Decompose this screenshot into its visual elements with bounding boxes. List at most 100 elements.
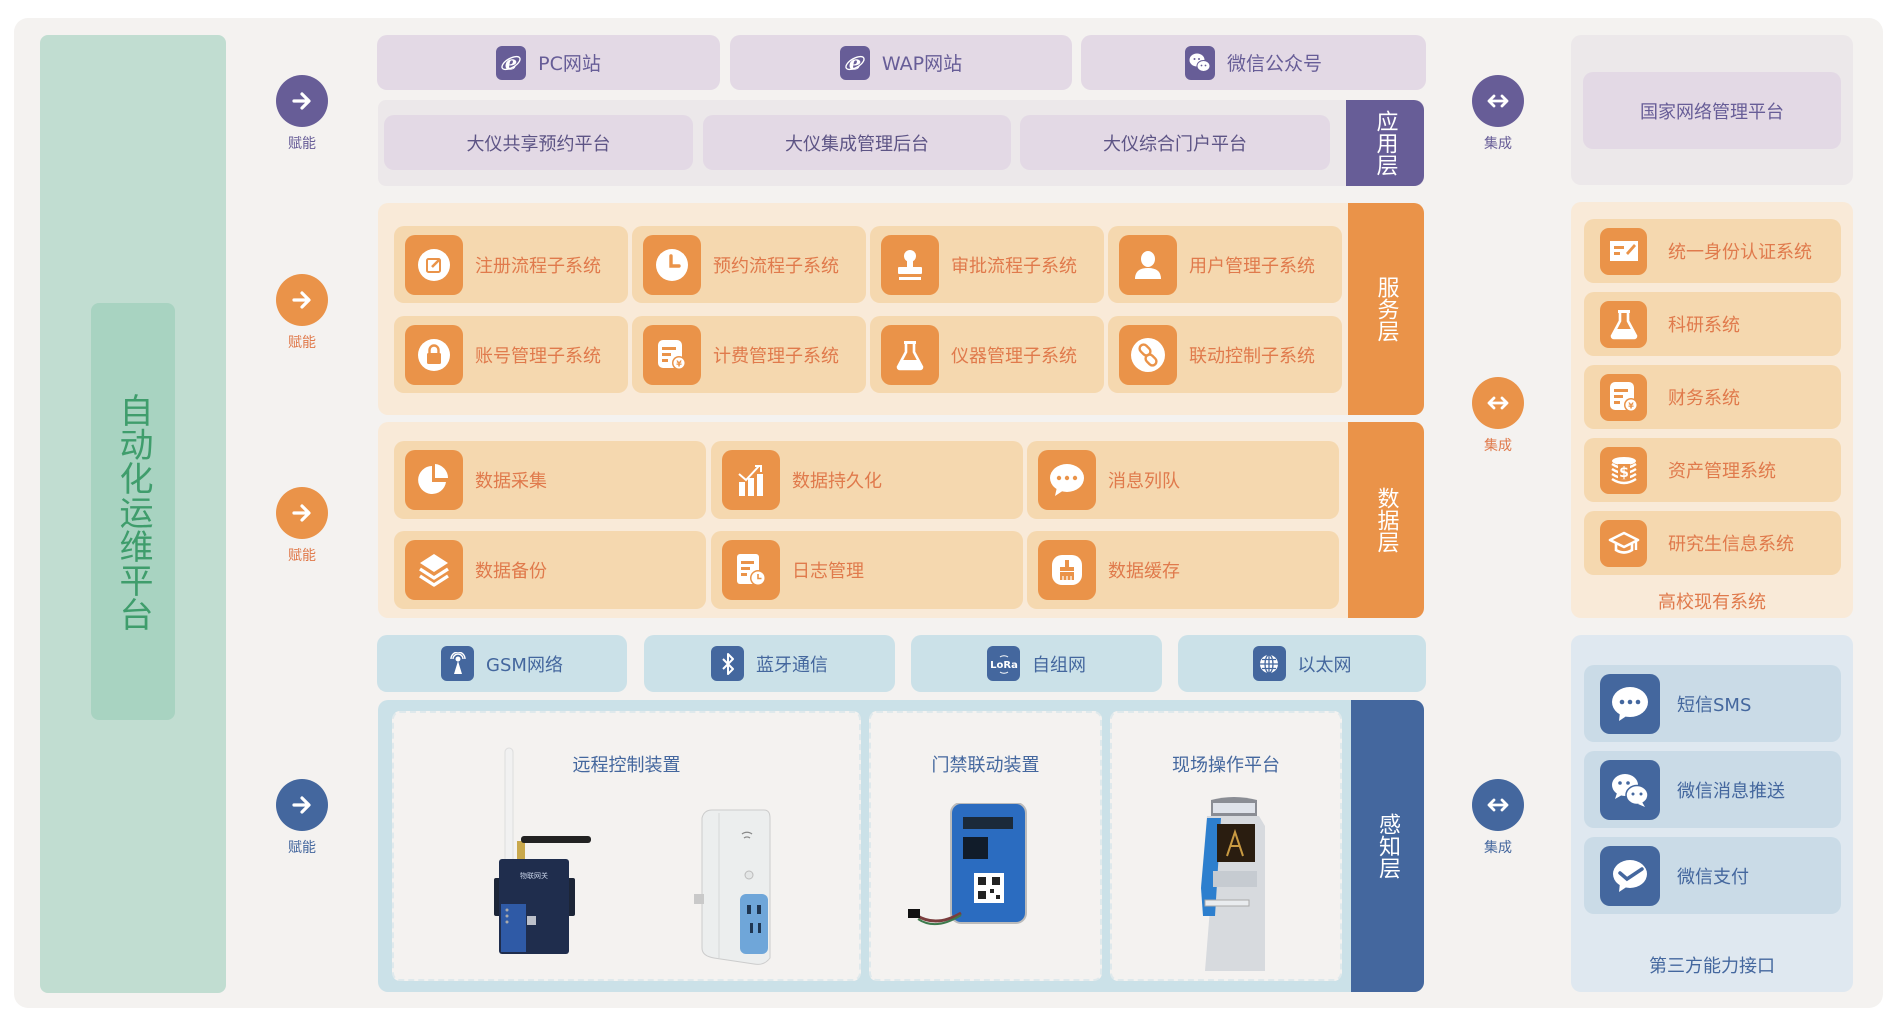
log-clock-icon bbox=[722, 540, 780, 600]
network-ethernet[interactable]: 以太网 bbox=[1178, 635, 1426, 692]
service-subsystem-card[interactable]: 联动控制子系统 bbox=[1108, 316, 1342, 393]
device-group-remote-control: 远程控制装置 物联网关 bbox=[392, 711, 861, 981]
device-group-title: 远程控制装置 bbox=[572, 755, 681, 776]
third-party-title: 第三方能力接口 bbox=[1649, 956, 1775, 977]
card-label: 数据持久化 bbox=[792, 471, 882, 492]
platform-shared-booking[interactable]: 大仪共享预约平台 bbox=[384, 115, 693, 170]
arrow-right-icon bbox=[276, 75, 328, 127]
card-label: 消息列队 bbox=[1108, 471, 1180, 492]
platform-portal[interactable]: 大仪综合门户平台 bbox=[1020, 115, 1330, 170]
svg-text:e: e bbox=[505, 52, 517, 74]
bill-icon: ¥ bbox=[643, 324, 701, 385]
service-subsystem-card[interactable]: 用户管理子系统 bbox=[1108, 226, 1342, 303]
kiosk-terminal-image bbox=[1201, 797, 1265, 971]
third-party-card[interactable]: 微信支付 bbox=[1584, 837, 1841, 914]
iot-gateway-image: 物联网关 bbox=[494, 747, 591, 954]
svg-text:e: e bbox=[849, 52, 861, 74]
bill-icon: ¥ bbox=[1600, 373, 1647, 421]
card-label: 数据缓存 bbox=[1108, 561, 1180, 582]
clock-icon bbox=[643, 234, 701, 295]
card-label: 预约流程子系统 bbox=[713, 255, 839, 277]
link-icon bbox=[1119, 324, 1177, 385]
service-layer-label-text: 服务层 bbox=[1373, 276, 1399, 342]
channel-pc-website[interactable]: e PC网站 bbox=[377, 35, 720, 90]
card-label: 审批流程子系统 bbox=[951, 255, 1077, 277]
third-party-card[interactable]: 短信SMS bbox=[1584, 665, 1841, 742]
double-arrow-icon bbox=[1472, 377, 1524, 429]
card-label: 账号管理子系统 bbox=[475, 345, 601, 367]
flask-icon bbox=[881, 324, 939, 385]
card-label: 短信SMS bbox=[1677, 694, 1752, 716]
pie-chart-icon bbox=[405, 450, 463, 510]
arrow-right-icon bbox=[276, 274, 328, 326]
campus-system-card[interactable]: 研究生信息系统 bbox=[1584, 511, 1841, 575]
globe-icon bbox=[1252, 646, 1286, 681]
data-service-card[interactable]: 数据缓存 bbox=[1027, 531, 1339, 609]
graduation-cap-icon bbox=[1600, 519, 1647, 567]
data-service-card[interactable]: 日志管理 bbox=[711, 531, 1023, 609]
arrow-right-icon bbox=[276, 487, 328, 539]
card-label: 科研系统 bbox=[1668, 315, 1740, 336]
double-arrow-icon bbox=[1472, 75, 1524, 127]
service-subsystem-card[interactable]: 预约流程子系统 bbox=[632, 226, 866, 303]
data-service-card[interactable]: 消息列队 bbox=[1027, 441, 1339, 519]
platform-integrated-admin[interactable]: 大仪集成管理后台 bbox=[703, 115, 1011, 170]
empower-arrow-service: 赋能 bbox=[262, 274, 342, 352]
user-icon bbox=[1119, 234, 1177, 295]
service-subsystem-card[interactable]: 注册流程子系统 bbox=[394, 226, 628, 303]
card-label: 研究生信息系统 bbox=[1668, 534, 1794, 555]
access-control-image bbox=[908, 803, 1027, 926]
wechat-pay-icon bbox=[1600, 845, 1660, 906]
empower-arrow-sensing: 赋能 bbox=[262, 779, 342, 857]
smart-socket-image bbox=[694, 809, 771, 965]
network-gsm[interactable]: GSM网络 bbox=[377, 635, 627, 692]
double-arrow-icon bbox=[1472, 779, 1524, 831]
card-label: 统一身份认证系统 bbox=[1668, 242, 1812, 263]
ops-platform-title: 自动化运维平台 bbox=[113, 392, 153, 631]
campus-system-card[interactable]: 统一身份认证系统 bbox=[1584, 219, 1841, 283]
national-network-platform[interactable]: 国家网络管理平台 bbox=[1583, 72, 1841, 149]
campus-system-card[interactable]: 科研系统 bbox=[1584, 292, 1841, 356]
channel-wechat-official[interactable]: 微信公众号 bbox=[1081, 35, 1426, 90]
antenna-icon bbox=[441, 646, 475, 681]
empower-label: 赋能 bbox=[288, 548, 316, 564]
service-subsystem-card[interactable]: 账号管理子系统 bbox=[394, 316, 628, 393]
data-service-card[interactable]: 数据采集 bbox=[394, 441, 706, 519]
data-service-card[interactable]: 数据持久化 bbox=[711, 441, 1023, 519]
campus-system-card[interactable]: $ 资产管理系统 bbox=[1584, 438, 1841, 502]
channel-wap-website[interactable]: e WAP网站 bbox=[730, 35, 1072, 90]
card-label: 资产管理系统 bbox=[1668, 461, 1776, 482]
network-label: 自组网 bbox=[1032, 654, 1086, 676]
wechat-icon bbox=[1600, 759, 1660, 820]
ie-browser-icon: e bbox=[496, 45, 527, 80]
network-label: GSM网络 bbox=[486, 654, 563, 676]
integrate-arrow-third-party: 集成 bbox=[1458, 779, 1538, 857]
integrate-label: 集成 bbox=[1484, 136, 1512, 152]
card-label: 仪器管理子系统 bbox=[951, 345, 1077, 367]
ie-browser-icon: e bbox=[839, 45, 870, 80]
channel-label: PC网站 bbox=[538, 53, 601, 75]
data-service-card[interactable]: 数据备份 bbox=[394, 531, 706, 609]
app-layer-label: 应用层 bbox=[1346, 100, 1424, 186]
third-party-card[interactable]: 微信消息推送 bbox=[1584, 751, 1841, 828]
device-group-access-control: 门禁联动装置 bbox=[869, 711, 1102, 981]
service-subsystem-card[interactable]: 仪器管理子系统 bbox=[870, 316, 1104, 393]
sensing-layer-label-text: 感知层 bbox=[1375, 813, 1401, 879]
campus-systems-title: 高校现有系统 bbox=[1658, 592, 1766, 613]
empower-arrow-data: 赋能 bbox=[262, 487, 342, 565]
empower-arrow-app: 赋能 bbox=[262, 75, 342, 153]
card-label: 财务系统 bbox=[1668, 388, 1740, 409]
chat-bubble-icon bbox=[1038, 450, 1096, 510]
service-subsystem-card[interactable]: 审批流程子系统 bbox=[870, 226, 1104, 303]
data-layer-label: 数据层 bbox=[1348, 422, 1424, 618]
integrate-label: 集成 bbox=[1484, 438, 1512, 454]
service-subsystem-card[interactable]: ¥计费管理子系统 bbox=[632, 316, 866, 393]
card-label: 注册流程子系统 bbox=[475, 255, 601, 277]
campus-system-card[interactable]: ¥ 财务系统 bbox=[1584, 365, 1841, 429]
coins-icon: $ bbox=[1600, 446, 1647, 494]
network-bluetooth[interactable]: 蓝牙通信 bbox=[644, 635, 895, 692]
sensing-layer-label: 感知层 bbox=[1351, 700, 1424, 992]
brush-icon bbox=[1038, 540, 1096, 600]
svg-text:¥: ¥ bbox=[1628, 402, 1634, 411]
network-lora[interactable]: LoRa 自组网 bbox=[911, 635, 1162, 692]
